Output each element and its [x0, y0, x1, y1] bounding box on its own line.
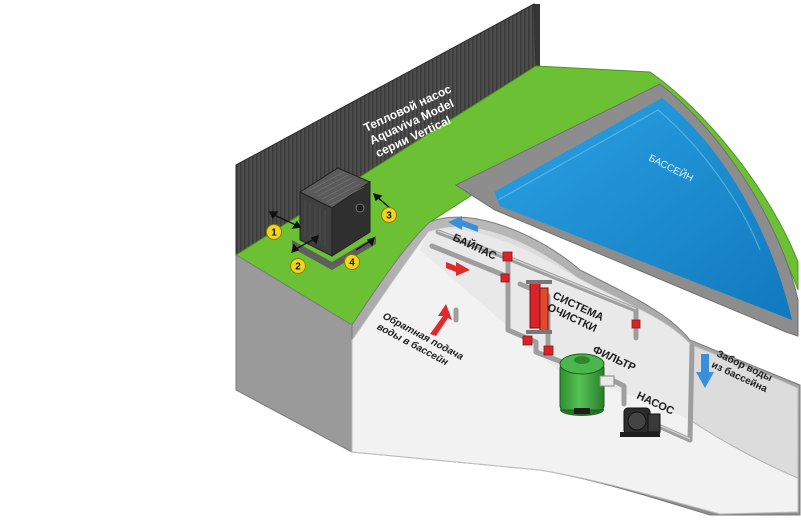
clearance-arrows [268, 192, 391, 254]
pool: БАССЕЙН [454, 83, 799, 337]
valves [500, 251, 641, 356]
cleaning-system-unit [526, 280, 552, 334]
heat-pump-unit [292, 167, 376, 270]
filter-tank [559, 353, 615, 416]
marker-1-label: 1 [271, 228, 277, 239]
marker-3-label: 3 [386, 211, 392, 222]
flow-arrow-bypass [448, 216, 478, 232]
flow-arrow-heat-out [446, 262, 470, 276]
filter-valve-icon [599, 375, 615, 387]
fan-grille-icon [309, 171, 365, 206]
marker-2-label: 2 [295, 262, 301, 273]
pipe-connector-icon [355, 203, 365, 213]
circulation-pump [620, 407, 661, 437]
flow-arrow-return [430, 304, 452, 336]
marker-3: 3 [381, 207, 397, 223]
marker-2: 2 [290, 258, 306, 274]
marker-4-label: 4 [349, 258, 355, 269]
flow-arrow-intake [696, 354, 714, 388]
marker-4: 4 [344, 254, 360, 270]
marker-1: 1 [266, 224, 282, 240]
